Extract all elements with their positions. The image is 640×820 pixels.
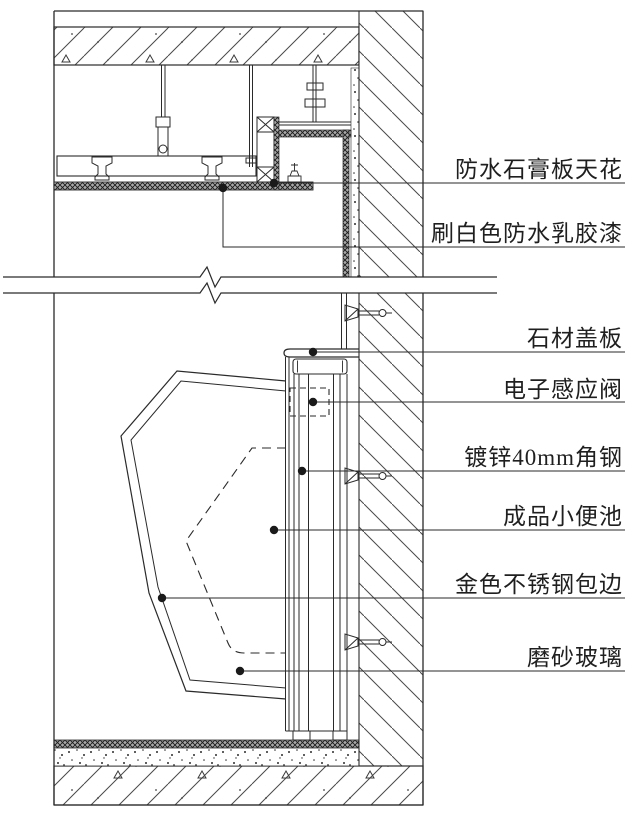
callout-white-latex-paint: 刷白色防水乳胶漆 <box>218 183 625 248</box>
frame-foot-left <box>292 730 311 741</box>
callouts: 防水石膏板天花 刷白色防水乳胶漆 石材盖板 电子感应阀 镀锌40mm角钢 成品小… <box>157 157 625 676</box>
callout-label: 金色不锈钢包边 <box>455 572 623 597</box>
callout-label: 电子感应阀 <box>503 377 623 402</box>
drawing-frame <box>53 10 424 806</box>
callout-label: 石材盖板 <box>527 326 623 351</box>
callout-waterproof-gypsum-ceiling: 防水石膏板天花 <box>269 157 625 188</box>
expansion-anchor <box>344 304 392 322</box>
callout-label: 刷白色防水乳胶漆 <box>431 221 623 246</box>
ceiling-hanger-right <box>245 65 257 167</box>
urinal-bowl-hidden-line <box>185 447 286 654</box>
leader-dot <box>308 347 318 357</box>
callout-label: 成品小便池 <box>503 504 623 529</box>
callout-label: 磨砂玻璃 <box>527 645 623 670</box>
ceiling-hanger-niche <box>304 65 326 122</box>
bulkhead-board <box>273 116 280 191</box>
break-line-lower <box>3 281 497 305</box>
callout-frosted-glass: 磨砂玻璃 <box>235 645 625 676</box>
callout-label: 防水石膏板天花 <box>455 157 623 182</box>
floor-tile-finish <box>53 739 360 749</box>
main-runner-channel <box>56 155 257 177</box>
niche-top-track <box>279 121 351 126</box>
callout-stone-cover-plate: 石材盖板 <box>308 326 625 357</box>
stone-cover-plate <box>283 348 359 358</box>
callout-galvanized-angle-steel: 镀锌40mm角钢 <box>297 445 625 476</box>
callout-label: 镀锌40mm角钢 <box>464 445 623 470</box>
top-steel-tube <box>292 358 348 375</box>
structure-fills <box>53 10 424 806</box>
callout-stainless-steel-edging: 金色不锈钢包边 <box>157 572 625 603</box>
leader-dot <box>308 397 318 407</box>
ceiling-hanger-center <box>155 65 171 157</box>
floor-slab <box>53 765 424 806</box>
urinal-frame-assembly <box>283 293 392 741</box>
leader-dot <box>297 466 307 476</box>
wall-plaster-layer <box>350 67 360 278</box>
leader-line <box>222 188 625 248</box>
suspended-ceiling <box>53 65 352 278</box>
callout-finished-urinal: 成品小便池 <box>269 504 625 535</box>
masonry-wall-upper <box>358 10 424 278</box>
niche-top-board <box>278 129 352 138</box>
ceiling-anchor-fixture <box>287 163 302 183</box>
bulkhead-stud <box>256 116 275 183</box>
leader-dot <box>235 666 245 676</box>
leader-dot <box>269 525 279 535</box>
screen-inner-edge <box>130 380 287 689</box>
expansion-anchor <box>344 633 392 651</box>
frame-vertical-members <box>285 357 348 732</box>
pipe-chase-board <box>342 129 350 278</box>
ceiling-slab <box>53 26 360 66</box>
screen-outer-edge <box>120 370 287 700</box>
leader-dot <box>157 593 167 603</box>
gypsum-ceiling-board <box>53 181 314 191</box>
furring-clip <box>91 156 223 181</box>
callout-sensor-valve: 电子感应阀 <box>308 377 625 407</box>
leader-dot <box>218 183 228 193</box>
floor-screed <box>53 747 360 767</box>
frame-foot-right <box>332 730 348 741</box>
break-line-upper <box>3 265 497 289</box>
leader-dot <box>269 178 279 188</box>
urinal-screen <box>120 370 287 700</box>
break-lines <box>3 265 497 305</box>
